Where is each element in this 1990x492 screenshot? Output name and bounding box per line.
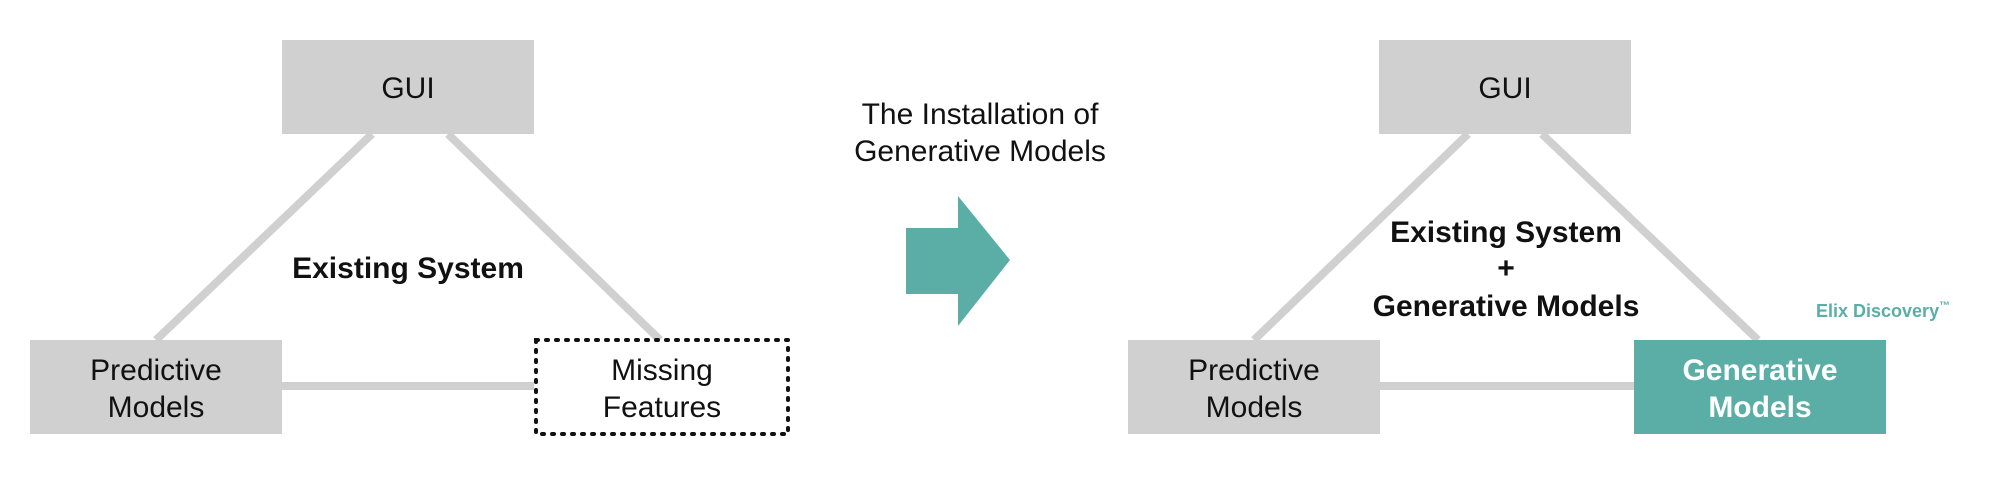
brand-name: Elix Discovery (1816, 301, 1939, 321)
before-diagram: GUI Existing System Predictive Models Mi… (30, 40, 790, 436)
after-gui-label: GUI (1478, 72, 1531, 105)
after-diagram: GUI Existing System + Generative Models … (1128, 40, 1950, 434)
after-predictive-label-line2: Models (1206, 391, 1303, 424)
elix-discovery-brand: Elix Discovery™ (1816, 300, 1950, 321)
before-existing-system-label: Existing System (292, 252, 524, 285)
after-predictive-label-line1: Predictive (1188, 354, 1320, 387)
before-connector-gui-missing (445, 131, 663, 343)
transition-caption-line1: The Installation of (862, 98, 1099, 131)
after-plus-label: + (1497, 252, 1515, 285)
before-missing-features-box (534, 338, 790, 436)
after-gui-box (1379, 40, 1631, 134)
before-predictive-label-line2: Models (108, 391, 205, 424)
right-arrow-icon (906, 196, 1010, 326)
after-connector-gui-generative (1539, 131, 1761, 343)
before-predictive-models-box (30, 340, 282, 434)
before-predictive-label-line1: Predictive (90, 354, 222, 387)
after-generative-models-center-label: Generative Models (1373, 290, 1640, 323)
after-existing-system-label: Existing System (1390, 216, 1622, 249)
before-gui-label: GUI (381, 72, 434, 105)
after-generative-models-box (1634, 340, 1886, 434)
after-generative-label-line1: Generative (1682, 354, 1837, 387)
before-connector-gui-predictive (153, 131, 375, 343)
before-gui-box (282, 40, 534, 134)
after-connector-gui-predictive (1251, 131, 1471, 343)
after-predictive-models-box (1128, 340, 1380, 434)
transition-caption-line2: Generative Models (854, 135, 1106, 168)
brand-trademark: ™ (1939, 300, 1950, 312)
after-generative-label-line2: Models (1708, 391, 1811, 424)
before-missing-label-line2: Features (603, 391, 721, 424)
transition: The Installation of Generative Models (854, 98, 1106, 326)
before-missing-label-line1: Missing (611, 354, 713, 387)
